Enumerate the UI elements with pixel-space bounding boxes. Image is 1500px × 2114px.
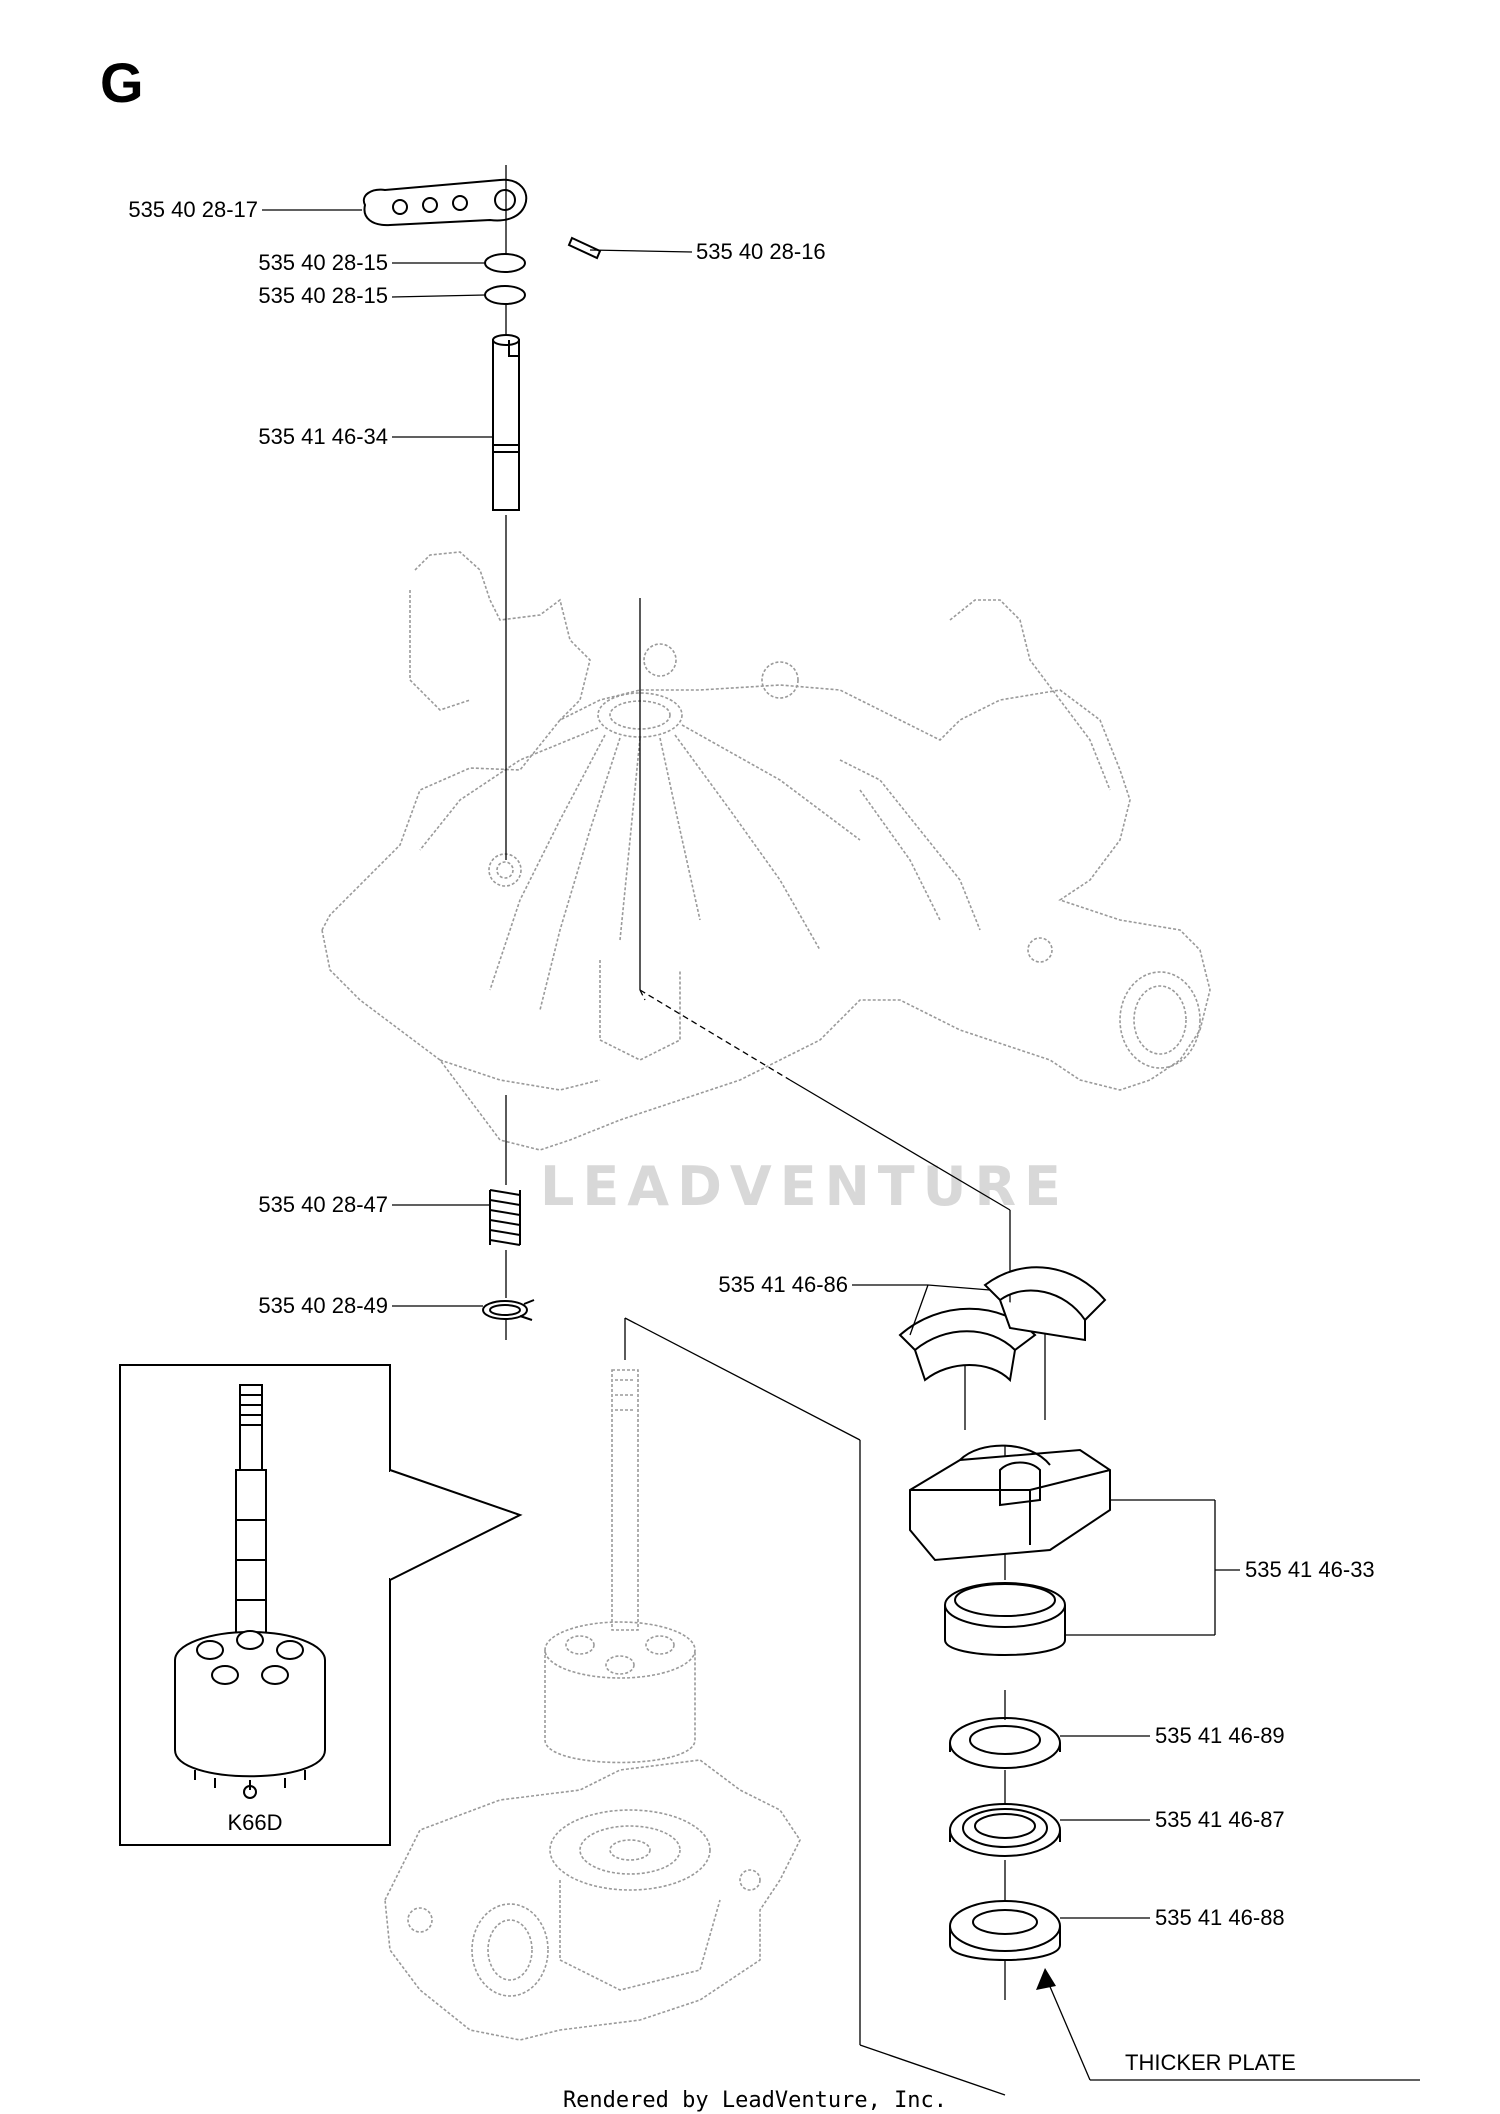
label-535-40-28-47: 535 40 28-47 xyxy=(258,1192,388,1217)
label-535-40-28-15-upper: 535 40 28-15 xyxy=(258,250,388,275)
arrow-icon xyxy=(1036,1968,1056,1990)
control-lever-arm xyxy=(362,178,528,227)
leader-lines xyxy=(262,209,1420,2081)
section-letter: G xyxy=(100,51,144,114)
pump-cylinder-ghost xyxy=(544,1369,696,1764)
label-535-41-46-87: 535 41 46-87 xyxy=(1155,1807,1285,1832)
label-535-40-28-17: 535 40 28-17 xyxy=(128,197,258,222)
label-535-40-28-15-lower: 535 40 28-15 xyxy=(258,283,388,308)
label-535-40-28-16: 535 40 28-16 xyxy=(696,239,826,264)
thicker-plate-label: THICKER PLATE xyxy=(1125,2050,1296,2075)
watermark: LEADVENTURE xyxy=(540,1155,1069,1218)
label-535-41-46-33: 535 41 46-33 xyxy=(1245,1557,1375,1582)
label-535-41-46-34: 535 41 46-34 xyxy=(258,424,388,449)
transmission-housing-ghost xyxy=(321,551,1211,1151)
inset-model-label: K66D xyxy=(227,1810,282,1835)
o-ring-upper xyxy=(484,253,526,273)
cradle-bearings xyxy=(898,1266,1107,1383)
label-535-40-28-49: 535 40 28-49 xyxy=(258,1293,388,1318)
thrust-washer xyxy=(949,1717,1061,1769)
label-535-41-46-89: 535 41 46-89 xyxy=(1155,1723,1285,1748)
lower-housing-ghost xyxy=(384,1759,801,2041)
render-credit: Rendered by LeadVenture, Inc. xyxy=(563,2088,947,2113)
assembly-axis-lines xyxy=(505,165,1046,2096)
label-535-41-46-86: 535 41 46-86 xyxy=(718,1272,848,1297)
label-535-41-46-88: 535 41 46-88 xyxy=(1155,1905,1285,1930)
k66d-inset: K66D xyxy=(119,1364,523,1846)
retaining-ring xyxy=(482,1299,535,1321)
roll-pin xyxy=(567,236,602,260)
control-shaft xyxy=(492,334,520,511)
thrust-race xyxy=(944,1582,1066,1656)
swashplate xyxy=(909,1444,1111,1562)
inset-pointer xyxy=(389,1469,523,1581)
thrust-bearing xyxy=(949,1803,1061,1857)
thrust-plate xyxy=(949,1900,1061,1961)
o-ring-lower xyxy=(484,285,526,305)
compression-spring xyxy=(489,1189,521,1246)
